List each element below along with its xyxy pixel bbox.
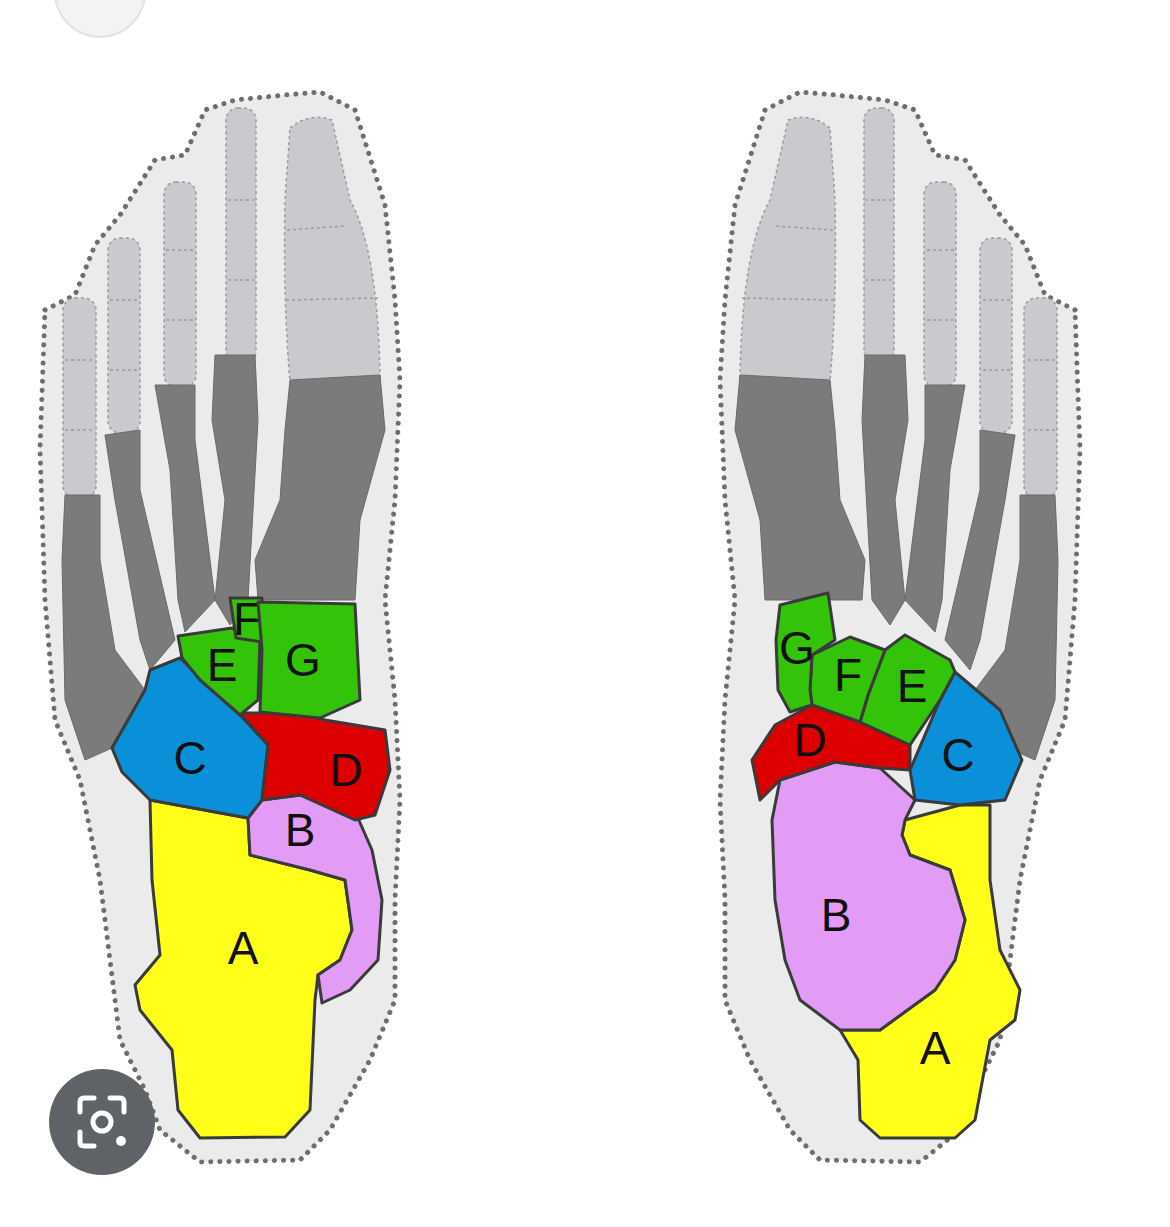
region-letter: E bbox=[207, 642, 238, 688]
bone-outline bbox=[240, 713, 390, 820]
bone-region: G bbox=[258, 602, 360, 718]
bone-shape bbox=[240, 713, 390, 820]
region-letter: D bbox=[793, 717, 826, 763]
region-letter: A bbox=[228, 925, 259, 971]
region-letter: G bbox=[779, 625, 815, 671]
region-letter: C bbox=[173, 735, 206, 781]
bone-outline bbox=[258, 602, 360, 718]
bone-region: D bbox=[240, 713, 390, 820]
region-letter: F bbox=[834, 652, 862, 698]
corner-button bbox=[55, 0, 145, 37]
region-letter: B bbox=[285, 807, 316, 853]
region-letter: D bbox=[329, 747, 362, 793]
region-letter: A bbox=[920, 1025, 951, 1071]
bone-outline bbox=[776, 593, 835, 712]
region-letter: C bbox=[941, 732, 974, 778]
bone-region: B bbox=[248, 795, 382, 1003]
lens-icon bbox=[49, 1069, 155, 1175]
left-foot bbox=[40, 92, 400, 1162]
bone-region: G bbox=[776, 593, 835, 712]
bone-outline bbox=[248, 795, 382, 1003]
right-foot bbox=[720, 92, 1080, 1162]
region-letter: E bbox=[897, 663, 928, 709]
region-letter: B bbox=[821, 892, 852, 938]
region-letter: G bbox=[285, 637, 321, 683]
